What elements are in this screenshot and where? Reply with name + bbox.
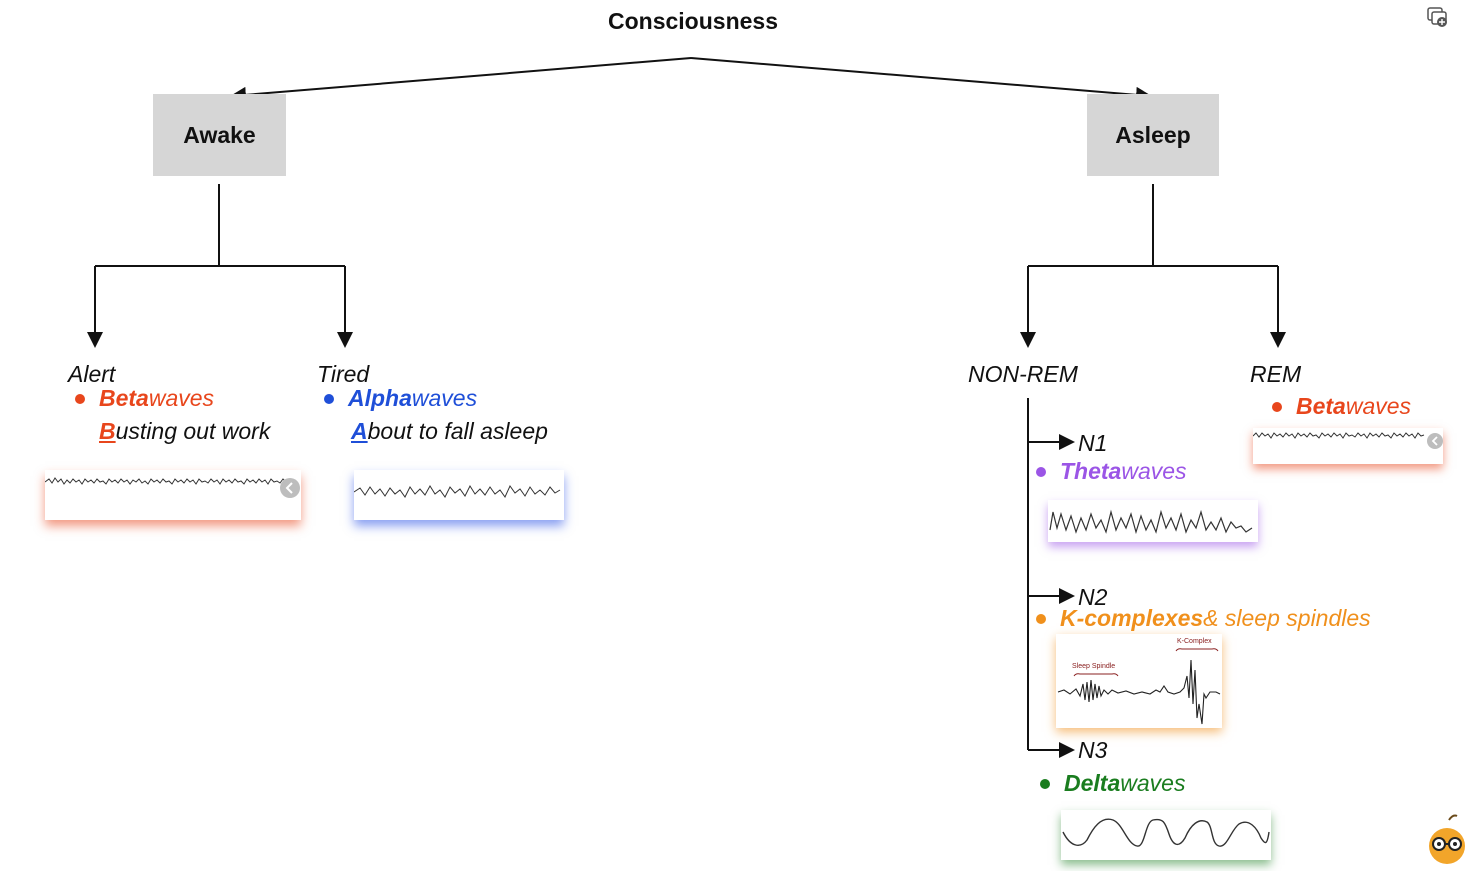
n2-wave-bullet: K-complexes & sleep spindles bbox=[1036, 605, 1371, 632]
alert-mnemonic: Busting out work bbox=[99, 418, 270, 445]
rem-wave-bullet: Beta waves bbox=[1272, 393, 1411, 420]
n3-wave-name: Delta bbox=[1064, 770, 1121, 796]
rem-wave-suffix: waves bbox=[1345, 393, 1412, 419]
nonrem-label: NON-REM bbox=[968, 361, 1078, 387]
alert-mnemonic-rest: usting out work bbox=[115, 418, 271, 444]
n2-wave-name: K-complexes bbox=[1060, 605, 1204, 631]
tired-wave-name: Alpha bbox=[348, 385, 412, 411]
rem-beta-waveform bbox=[1252, 428, 1443, 464]
n2-kcomplex-waveform: Sleep Spindle K-Complex bbox=[1056, 634, 1222, 728]
rem-wave-name: Beta bbox=[1296, 393, 1346, 419]
n3-label: N3 bbox=[1078, 737, 1108, 763]
asleep-node: Asleep bbox=[1087, 94, 1219, 176]
bullet-dot bbox=[1272, 401, 1282, 412]
n1-label: N1 bbox=[1078, 430, 1108, 456]
alert-mnemonic-letter: B bbox=[99, 418, 116, 444]
beta-wave-trace bbox=[44, 477, 300, 498]
chevron-left-icon bbox=[280, 478, 300, 498]
kcomplex-wave-trace: Sleep Spindle K-Complex bbox=[1057, 638, 1221, 725]
bullet-dot bbox=[1040, 778, 1050, 789]
n1-wave-bullet: Theta waves bbox=[1036, 458, 1187, 485]
alert-wave-suffix: waves bbox=[148, 385, 215, 411]
tired-wave-bullet: Alpha waves bbox=[324, 385, 477, 412]
theta-wave-trace bbox=[1049, 509, 1253, 535]
n1-theta-waveform bbox=[1048, 500, 1258, 542]
n2-label: N2 bbox=[1078, 584, 1108, 610]
tired-wave-suffix: waves bbox=[411, 385, 478, 411]
n1-wave-name: Theta bbox=[1060, 458, 1122, 484]
tired-mnemonic: About to fall asleep bbox=[351, 418, 548, 445]
chevron-left-icon bbox=[1427, 433, 1443, 449]
n3-wave-bullet: Delta waves bbox=[1040, 770, 1185, 797]
mascot-icon bbox=[1425, 812, 1467, 866]
awake-node: Awake bbox=[153, 94, 286, 176]
alpha-wave-trace bbox=[353, 484, 561, 498]
k-complex-annotation: K-Complex bbox=[1177, 638, 1212, 645]
rem-label: REM bbox=[1250, 361, 1302, 387]
bullet-dot bbox=[75, 393, 85, 404]
tired-label: Tired bbox=[317, 361, 370, 387]
rem-beta-wave-trace bbox=[1252, 432, 1443, 449]
delta-wave-trace bbox=[1062, 818, 1270, 847]
n3-delta-waveform bbox=[1061, 810, 1271, 860]
sleep-spindle-annotation: Sleep Spindle bbox=[1072, 663, 1115, 670]
arrow-to-asleep bbox=[690, 57, 1152, 103]
alert-label: Alert bbox=[68, 361, 116, 387]
bullet-dot bbox=[1036, 466, 1046, 477]
tired-alpha-waveform bbox=[353, 470, 564, 520]
alert-wave-name: Beta bbox=[99, 385, 149, 411]
alert-wave-bullet: Beta waves bbox=[75, 385, 214, 412]
tired-mnemonic-letter: A bbox=[351, 418, 368, 444]
arrow-to-awake bbox=[230, 57, 692, 103]
add-screen-icon[interactable] bbox=[1425, 4, 1451, 30]
bullet-dot bbox=[324, 393, 334, 404]
bullet-dot bbox=[1036, 613, 1046, 624]
n2-wave-suffix: & sleep spindles bbox=[1203, 605, 1371, 631]
diagram-title: Consciousness bbox=[608, 8, 778, 34]
n1-wave-suffix: waves bbox=[1121, 458, 1187, 484]
tired-mnemonic-rest: bout to fall asleep bbox=[367, 418, 548, 444]
alert-beta-waveform bbox=[44, 470, 301, 520]
n3-wave-suffix: waves bbox=[1120, 770, 1186, 796]
